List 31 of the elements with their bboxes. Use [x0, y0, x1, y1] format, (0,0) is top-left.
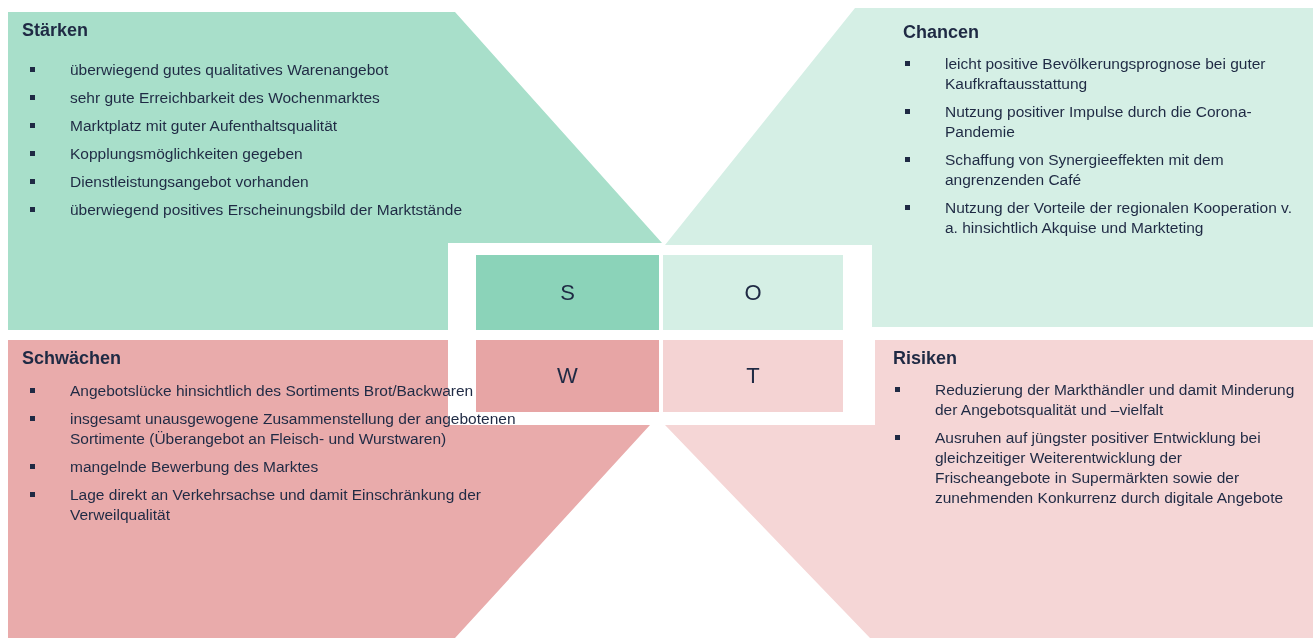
bullet-text: sehr gute Erreichbarkeit des Wochenmarktes — [24, 88, 564, 108]
bullet-text: Kopplungsmöglichkeiten gegeben — [24, 144, 564, 164]
bullet-text: Marktplatz mit guter Aufenthaltsqualität — [24, 116, 564, 136]
opportunities-panel — [665, 8, 1313, 327]
quadrant-letter: S — [560, 279, 575, 306]
panel-heading: Risiken — [893, 348, 958, 369]
weaknesses-square — [476, 340, 659, 412]
quadrant-letter: T — [746, 363, 760, 389]
quadrant-letter: W — [557, 363, 578, 389]
bullet-text: leicht positive Bevölkerungsprognose bei guter Kaufkraftausstattung — [899, 54, 1299, 94]
bullet-text: Dienstleistungsangebot vorhanden — [24, 172, 564, 192]
panel-heading: Stärken — [22, 20, 89, 41]
bullet-text: mangelnde Bewerbung des Marktes — [24, 457, 554, 477]
panel-heading: Chancen — [903, 22, 980, 43]
strengths-panel — [8, 12, 662, 330]
panel-heading: Schwächen — [22, 348, 122, 369]
bullet-text: Schaffung von Synergieeffekten mit dem angrenzenden Café — [899, 150, 1299, 190]
bullet-text: Nutzung positiver Impulse durch die Corona-Pandemie — [899, 102, 1299, 142]
threats-panel — [665, 340, 1313, 638]
bullet-text: überwiegend gutes qualitatives Warenangebot — [24, 60, 564, 80]
threats-square — [663, 340, 843, 412]
strengths-square — [476, 255, 659, 330]
bullet-text: Ausruhen auf jüngster positiver Entwicklung bei gleichzeitiger Weiterentwicklung der Frischeangebote in Supermärkten sowie der zunehmenden Konkurrenz durch digitale Angebote — [889, 428, 1299, 508]
weaknesses-panel — [8, 340, 650, 638]
opportunities-square — [663, 255, 843, 330]
bullet-text: Lage direkt an Verkehrsachse und damit Einschränkung der Verweilqualität — [24, 485, 554, 525]
bullet-text: Nutzung der Vorteile der regionalen Kooperation v. a. hinsichtlich Akquise und Markteting — [899, 198, 1299, 238]
bullet-text: Reduzierung der Markthändler und damit Minderung der Angebotsqualität und –vielfalt — [889, 380, 1299, 420]
bullet-text: insgesamt unausgewogene Zusammenstellung der angebotenen Sortimente (Überangebot an Fleisch- und Wurstwaren) — [24, 409, 554, 449]
quadrant-letter: O — [744, 279, 762, 306]
bullet-text: überwiegend positives Erscheinungsbild der Marktstände — [24, 200, 564, 220]
